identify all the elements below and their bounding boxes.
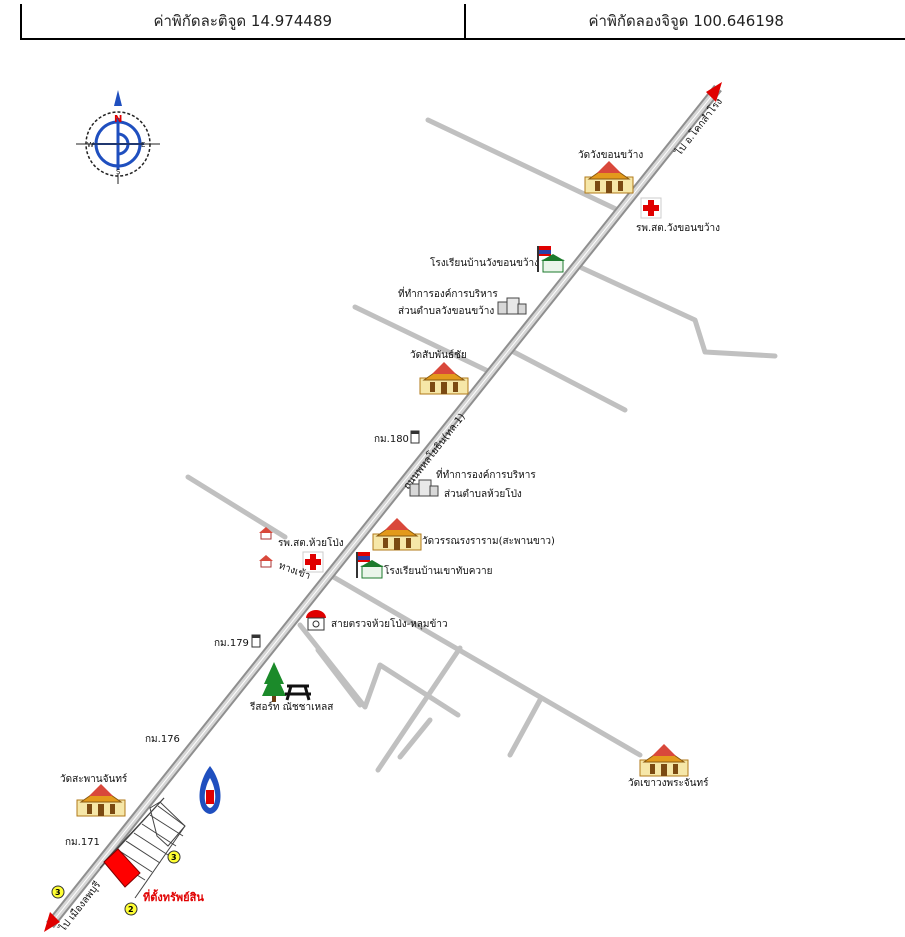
km179-label: กม.179 xyxy=(214,638,249,649)
tree-icon xyxy=(262,662,286,702)
school-wang-khon-khwang-label: โรงเรียนบ้านวังขอนขว้าง xyxy=(430,256,539,269)
highway xyxy=(44,82,722,932)
km-post-icon xyxy=(410,430,420,444)
latitude-label: ค่าพิกัดละติจูด 14.974489 xyxy=(153,12,333,30)
hosp-wang-khon-khwang-label: รพ.สต.วังขอนขว้าง xyxy=(636,222,720,234)
checkpoint-label: สายตรวจห้วยโป่ง-หลุมข้าว xyxy=(331,617,448,630)
temple-icon xyxy=(419,361,469,395)
km-post-icon xyxy=(251,634,261,648)
km171-label: กม.171 xyxy=(65,837,100,848)
compass-w-label: W xyxy=(87,141,94,149)
hospital-icon xyxy=(640,197,662,219)
office-huai-line2: ส่วนตำบลห้วยโป่ง xyxy=(444,487,522,500)
picnic-table-icon xyxy=(285,684,311,701)
temple-icon xyxy=(76,783,126,817)
hosp-huai-pong-label: รพ.สต.ห้วยโป่ง xyxy=(278,536,344,549)
property-location-label: ที่ตั้งทรัพย์สิน xyxy=(143,889,204,904)
km176-label: กม.176 xyxy=(145,734,180,745)
wat-wanaram-label: วัดวรรณรงราราม(สะพานขาว) xyxy=(422,536,555,547)
resort-label: รีสอร์ท ณัชชาเหลส xyxy=(249,701,333,713)
km180-label: กม.180 xyxy=(374,434,409,445)
marker-3-top-label: 3 xyxy=(171,853,177,862)
marker-2-label: 2 xyxy=(128,905,134,914)
longitude-label: ค่าพิกัดลองจิจูด 100.646198 xyxy=(463,4,905,38)
police-checkpoint-icon xyxy=(306,610,326,631)
wat-khao-wong-label: วัดเขาวงพระจันทร์ xyxy=(628,777,709,789)
office-wang-line1: ที่ทำการองค์การบริหาร xyxy=(398,286,498,300)
marker-3-left: 3 xyxy=(51,885,65,899)
office-icon xyxy=(497,297,527,315)
property-location xyxy=(103,848,141,888)
compass-n-label: N xyxy=(114,114,122,125)
compass-icon: N W E S xyxy=(76,90,160,184)
office-wang-line2: ส่วนตำบลวังขอนขว้าง xyxy=(398,305,494,317)
school-icon xyxy=(536,245,566,273)
wat-saphan-label: วัดสะพานจันทร์ xyxy=(60,773,128,785)
house-icon xyxy=(259,555,273,568)
temple-icon xyxy=(639,743,689,777)
ptt-gas-station-icon xyxy=(199,766,221,814)
house-icon xyxy=(259,527,273,540)
wat-wang-khon-khwang-label: วัดวังขอนขว้าง xyxy=(578,149,643,161)
coordinates-bar: ค่าพิกัดละติจูด 14.974489 ค่าพิกัดลองจิจ… xyxy=(20,4,905,40)
school-icon xyxy=(355,551,385,579)
arrow-sw-icon xyxy=(44,912,60,932)
wat-sap-phon-label: วัดสับพันธ์ชัย xyxy=(410,349,467,361)
marker-3-top: 3 xyxy=(167,850,181,864)
compass-e-label: E xyxy=(141,141,145,149)
compass-s-label: S xyxy=(116,168,121,176)
marker-2: 2 xyxy=(124,902,138,916)
side-roads xyxy=(185,117,778,773)
temple-icon xyxy=(584,160,634,194)
marker-3-left-label: 3 xyxy=(55,888,61,897)
office-huai-line1: ที่ทำการองค์การบริหาร xyxy=(436,467,536,481)
school-khao-thap-khwai-label: โรงเรียนบ้านเขาทับควาย xyxy=(384,564,493,577)
arrow-ne-icon xyxy=(706,82,722,102)
temple-icon xyxy=(372,517,422,551)
